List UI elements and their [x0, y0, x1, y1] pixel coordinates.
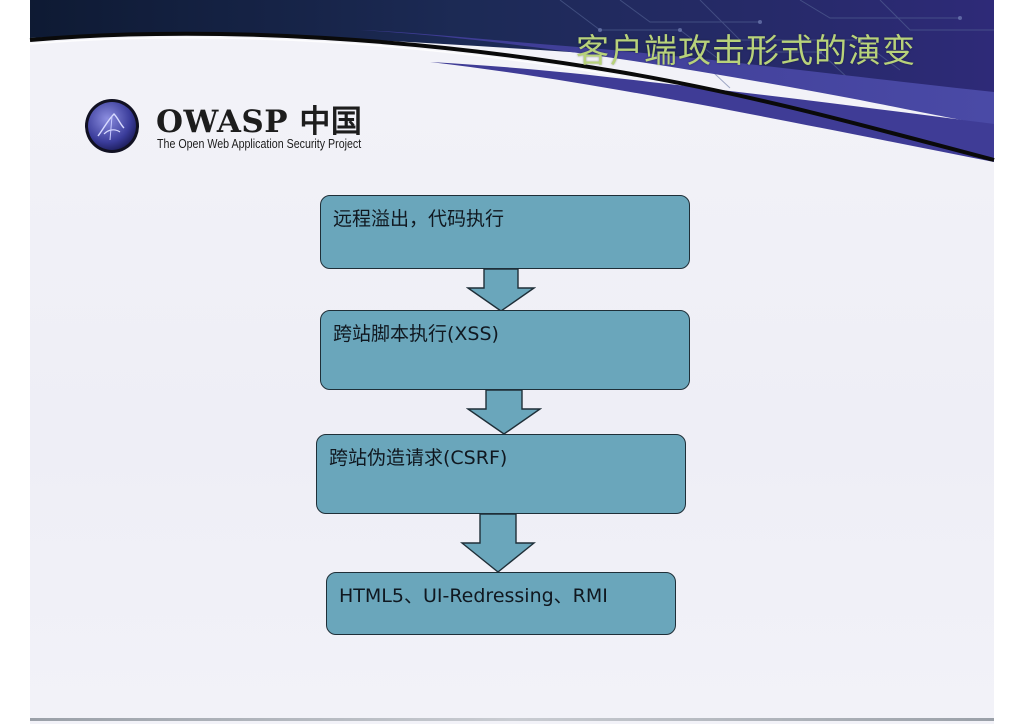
down-arrow-icon [466, 389, 542, 435]
bottom-divider [30, 718, 994, 721]
owasp-emblem-icon [85, 99, 139, 153]
owasp-logo: OWASP 中国 The Open Web Application Securi… [84, 96, 384, 160]
down-arrow-icon [460, 513, 536, 573]
flow-step-label: 跨站伪造请求(CSRF) [329, 447, 508, 469]
header-banner [29, 0, 995, 162]
flow-step-label: HTML5、UI-Redressing、RMI [339, 585, 608, 607]
down-arrow-icon [466, 268, 536, 312]
slide-title: 客户端攻击形式的演变 [576, 31, 916, 70]
flow-step-remote-overflow: 远程溢出，代码执行 [320, 195, 690, 269]
flow-step-html5-ui-redressing: HTML5、UI-Redressing、RMI [326, 572, 676, 635]
flow-step-xss: 跨站脚本执行(XSS) [320, 310, 690, 390]
flow-step-label: 远程溢出，代码执行 [333, 208, 505, 230]
flow-step-label: 跨站脚本执行(XSS) [333, 323, 499, 345]
logo-name: OWASP 中国 [156, 104, 363, 140]
flow-step-csrf: 跨站伪造请求(CSRF) [316, 434, 686, 514]
logo-tagline: The Open Web Application Security Projec… [157, 136, 362, 151]
